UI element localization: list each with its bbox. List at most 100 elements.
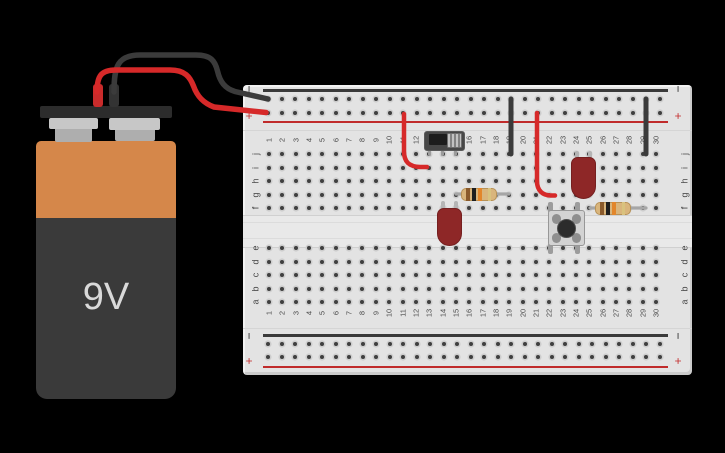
power-rail-hole[interactable] <box>387 354 392 359</box>
breadboard-hole[interactable] <box>627 192 632 197</box>
power-rail-hole[interactable] <box>482 341 486 346</box>
breadboard-hole[interactable] <box>347 165 352 170</box>
breadboard-hole[interactable] <box>627 152 632 156</box>
breadboard-hole[interactable] <box>493 286 498 291</box>
breadboard-hole[interactable] <box>400 206 405 210</box>
breadboard-hole[interactable] <box>493 273 498 277</box>
power-rail-hole[interactable] <box>387 341 392 346</box>
power-rail-hole[interactable] <box>279 354 284 359</box>
power-rail-hole[interactable] <box>563 110 567 115</box>
breadboard-hole[interactable] <box>640 152 645 156</box>
breadboard-hole[interactable] <box>587 273 592 277</box>
breadboard-hole[interactable] <box>387 246 392 250</box>
breadboard-hole[interactable] <box>467 246 472 250</box>
breadboard-hole[interactable] <box>400 165 405 170</box>
power-rail-hole[interactable] <box>347 96 351 101</box>
breadboard-hole[interactable] <box>467 286 472 291</box>
battery-red-wire[interactable] <box>94 67 269 116</box>
breadboard-hole[interactable] <box>560 246 565 250</box>
breadboard-hole[interactable] <box>360 273 365 277</box>
breadboard-hole[interactable] <box>427 259 432 264</box>
breadboard-hole[interactable] <box>373 259 378 264</box>
breadboard-hole[interactable] <box>520 206 525 210</box>
breadboard-hole[interactable] <box>627 165 632 170</box>
power-rail-hole[interactable] <box>522 354 527 359</box>
breadboard-hole[interactable] <box>347 286 352 291</box>
power-rail-hole[interactable] <box>549 354 554 359</box>
breadboard-hole[interactable] <box>574 259 579 264</box>
breadboard-hole[interactable] <box>520 192 525 197</box>
power-rail-hole[interactable] <box>549 341 554 346</box>
power-rail-hole[interactable] <box>333 110 338 115</box>
breadboard-hole[interactable] <box>547 165 552 170</box>
breadboard-hole[interactable] <box>600 286 605 291</box>
breadboard-hole[interactable] <box>320 152 325 156</box>
breadboard-hole[interactable] <box>373 246 378 250</box>
breadboard-hole[interactable] <box>574 286 579 291</box>
breadboard-hole[interactable] <box>413 286 418 291</box>
power-rail-hole[interactable] <box>428 96 432 101</box>
power-rail-hole[interactable] <box>549 96 554 101</box>
breadboard-hole[interactable] <box>627 179 632 183</box>
breadboard-hole[interactable] <box>307 300 312 304</box>
power-rail-hole[interactable] <box>563 354 567 359</box>
breadboard-hole[interactable] <box>600 273 605 277</box>
power-rail-hole[interactable] <box>428 110 432 115</box>
power-rail-hole[interactable] <box>401 341 405 346</box>
breadboard-hole[interactable] <box>560 286 565 291</box>
breadboard-hole[interactable] <box>427 300 432 304</box>
breadboard-hole[interactable] <box>654 286 659 291</box>
breadboard-hole[interactable] <box>307 165 312 170</box>
breadboard-hole[interactable] <box>654 300 659 304</box>
breadboard-hole[interactable] <box>614 179 619 183</box>
breadboard-hole[interactable] <box>493 259 498 264</box>
pushbutton[interactable] <box>547 210 585 246</box>
breadboard-hole[interactable] <box>347 259 352 264</box>
power-rail-hole[interactable] <box>455 354 459 359</box>
power-rail-hole[interactable] <box>590 96 594 101</box>
breadboard-hole[interactable] <box>614 152 619 156</box>
breadboard-hole[interactable] <box>360 286 365 291</box>
breadboard-hole[interactable] <box>347 300 352 304</box>
breadboard-hole[interactable] <box>333 179 338 183</box>
breadboard-hole[interactable] <box>640 179 645 183</box>
power-rail-hole[interactable] <box>360 96 365 101</box>
power-rail-hole[interactable] <box>644 341 648 346</box>
power-rail-hole[interactable] <box>509 354 513 359</box>
breadboard-hole[interactable] <box>413 152 418 156</box>
breadboard-hole[interactable] <box>267 300 271 304</box>
breadboard-hole[interactable] <box>587 300 592 304</box>
breadboard-hole[interactable] <box>413 246 418 250</box>
breadboard-hole[interactable] <box>440 179 445 183</box>
breadboard-hole[interactable] <box>453 286 458 291</box>
breadboard-hole[interactable] <box>547 152 552 156</box>
power-rail-hole[interactable] <box>468 354 473 359</box>
breadboard-hole[interactable] <box>614 273 619 277</box>
breadboard-hole[interactable] <box>600 192 605 197</box>
breadboard-hole[interactable] <box>614 286 619 291</box>
breadboard-hole[interactable] <box>307 192 312 197</box>
breadboard-hole[interactable] <box>520 300 525 304</box>
resistor-1[interactable] <box>460 187 497 201</box>
breadboard-hole[interactable] <box>600 300 605 304</box>
breadboard-hole[interactable] <box>360 246 365 250</box>
breadboard-hole[interactable] <box>507 179 512 183</box>
breadboard-hole[interactable] <box>520 246 525 250</box>
breadboard-hole[interactable] <box>534 192 538 197</box>
power-rail-hole[interactable] <box>414 96 419 101</box>
breadboard-hole[interactable] <box>307 179 312 183</box>
breadboard-hole[interactable] <box>267 206 271 210</box>
breadboard-hole[interactable] <box>280 259 285 264</box>
power-rail-hole[interactable] <box>617 96 621 101</box>
breadboard-hole[interactable] <box>640 286 645 291</box>
breadboard-hole[interactable] <box>480 259 485 264</box>
power-rail-hole[interactable] <box>401 354 405 359</box>
breadboard-hole[interactable] <box>307 152 312 156</box>
breadboard-hole[interactable] <box>520 273 525 277</box>
breadboard-hole[interactable] <box>520 259 525 264</box>
breadboard-hole[interactable] <box>640 192 645 197</box>
power-rail-hole[interactable] <box>549 110 554 115</box>
breadboard-hole[interactable] <box>440 165 445 170</box>
breadboard-hole[interactable] <box>627 246 632 250</box>
breadboard-hole[interactable] <box>493 165 498 170</box>
